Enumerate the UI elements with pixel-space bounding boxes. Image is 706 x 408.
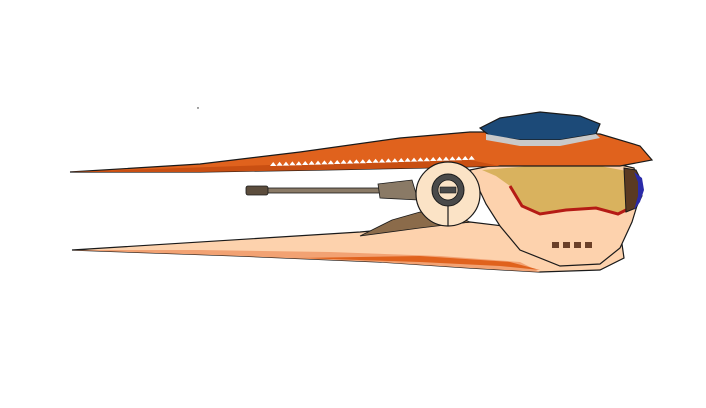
serration-tooth [398,158,405,162]
serration-tooth [282,161,290,166]
serration-tooth [378,158,386,163]
serration-tooth [270,162,277,166]
serration-tooth [417,157,424,162]
serration-tooth [314,160,322,165]
hull-vent [563,242,570,248]
hull-vent [552,242,559,248]
cannon-mount [377,179,419,201]
serration-tooth [423,157,430,162]
serration-tooth [462,156,469,160]
hull-vent [574,242,581,248]
speck [197,107,199,109]
serration-tooth [289,161,296,166]
serration-tooth [449,156,456,161]
canopy [478,111,601,141]
serration-tooth [410,157,418,162]
serration-tooth [391,158,398,163]
turret-slot [439,186,457,194]
serration-tooth [404,157,411,162]
upper-mandible-shade [70,160,500,172]
trim-line [508,185,635,216]
serration-tooth [346,159,354,164]
serration-tooth [455,156,462,161]
serration-tooth [353,159,360,164]
serration-tooth [468,155,475,160]
serration-tooth [430,157,437,161]
hull-vents [552,242,592,248]
mandible-serration [270,155,475,166]
serration-tooth [308,160,315,165]
cannon-muzzle [245,185,269,196]
serration-tooth [385,158,392,163]
serration-tooth [372,158,379,163]
serration-tooth [276,161,283,166]
serration-tooth [442,156,450,161]
lower-mandible-shade [72,250,540,272]
canopy-rim [486,134,600,146]
hull-vent [585,242,592,248]
cannon-barrel [265,187,387,194]
serration-tooth [334,160,341,164]
mid-body-section [482,166,632,214]
serration-tooth [340,159,347,164]
serration-tooth [302,161,309,165]
serration-tooth [359,159,366,164]
serration-tooth [295,161,302,166]
lower-mandible-stripe [300,256,540,270]
serration-tooth [327,160,334,165]
serration-tooth [366,159,373,163]
serration-tooth [436,156,443,161]
serration-tooth [321,160,328,165]
rear-engine-glow [634,172,644,210]
